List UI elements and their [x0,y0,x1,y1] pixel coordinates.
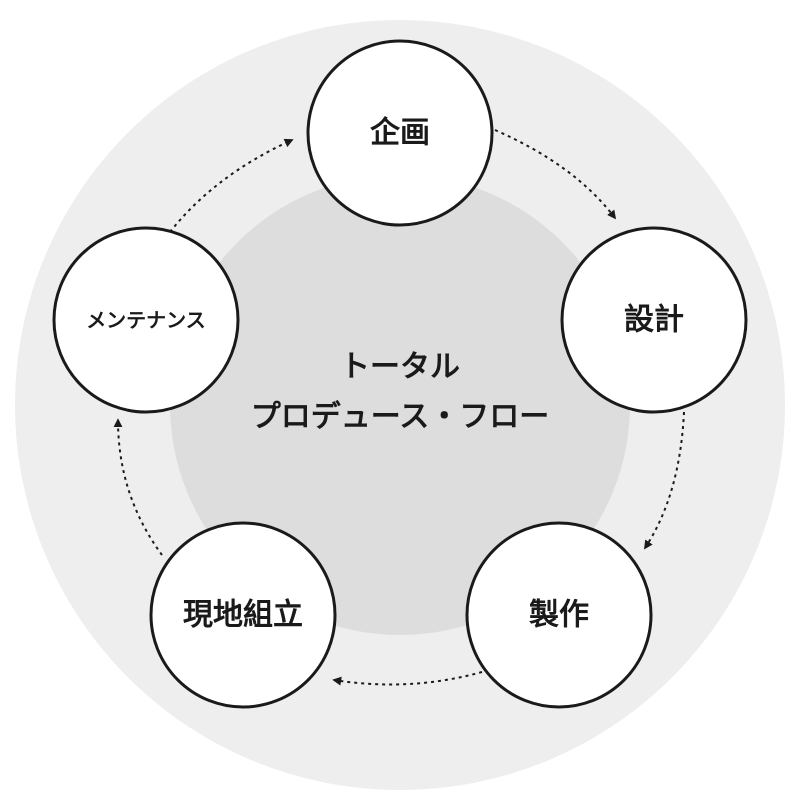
stage-label-manufacturing: 製作 [529,598,589,633]
stage-label-maintenance: メンテナンス [86,308,206,332]
flow-arrow-design-to-manufacturing [644,411,685,550]
flow-arrow-planning-to-design [494,129,617,220]
stage-node-maintenance: メンテナンス [52,226,240,414]
inner-disc-background [170,175,630,635]
stage-label-onsite-assembly: 現地組立 [183,598,303,633]
center-title-line-1: トータル [340,350,460,385]
stage-node-design: 設計 [560,226,748,414]
stage-label-design: 設計 [624,303,684,338]
stage-node-onsite-assembly: 現地組立 [149,521,337,709]
stage-node-planning: 企画 [306,39,494,227]
center-title-line-2: プロデュース・フロー [251,400,550,435]
flow-arrow-maintenance-to-planning [169,138,294,233]
flow-arrow-onsite-assembly-to-maintenance [113,418,163,556]
stage-label-planning: 企画 [370,116,430,151]
stage-node-manufacturing: 製作 [465,521,653,709]
